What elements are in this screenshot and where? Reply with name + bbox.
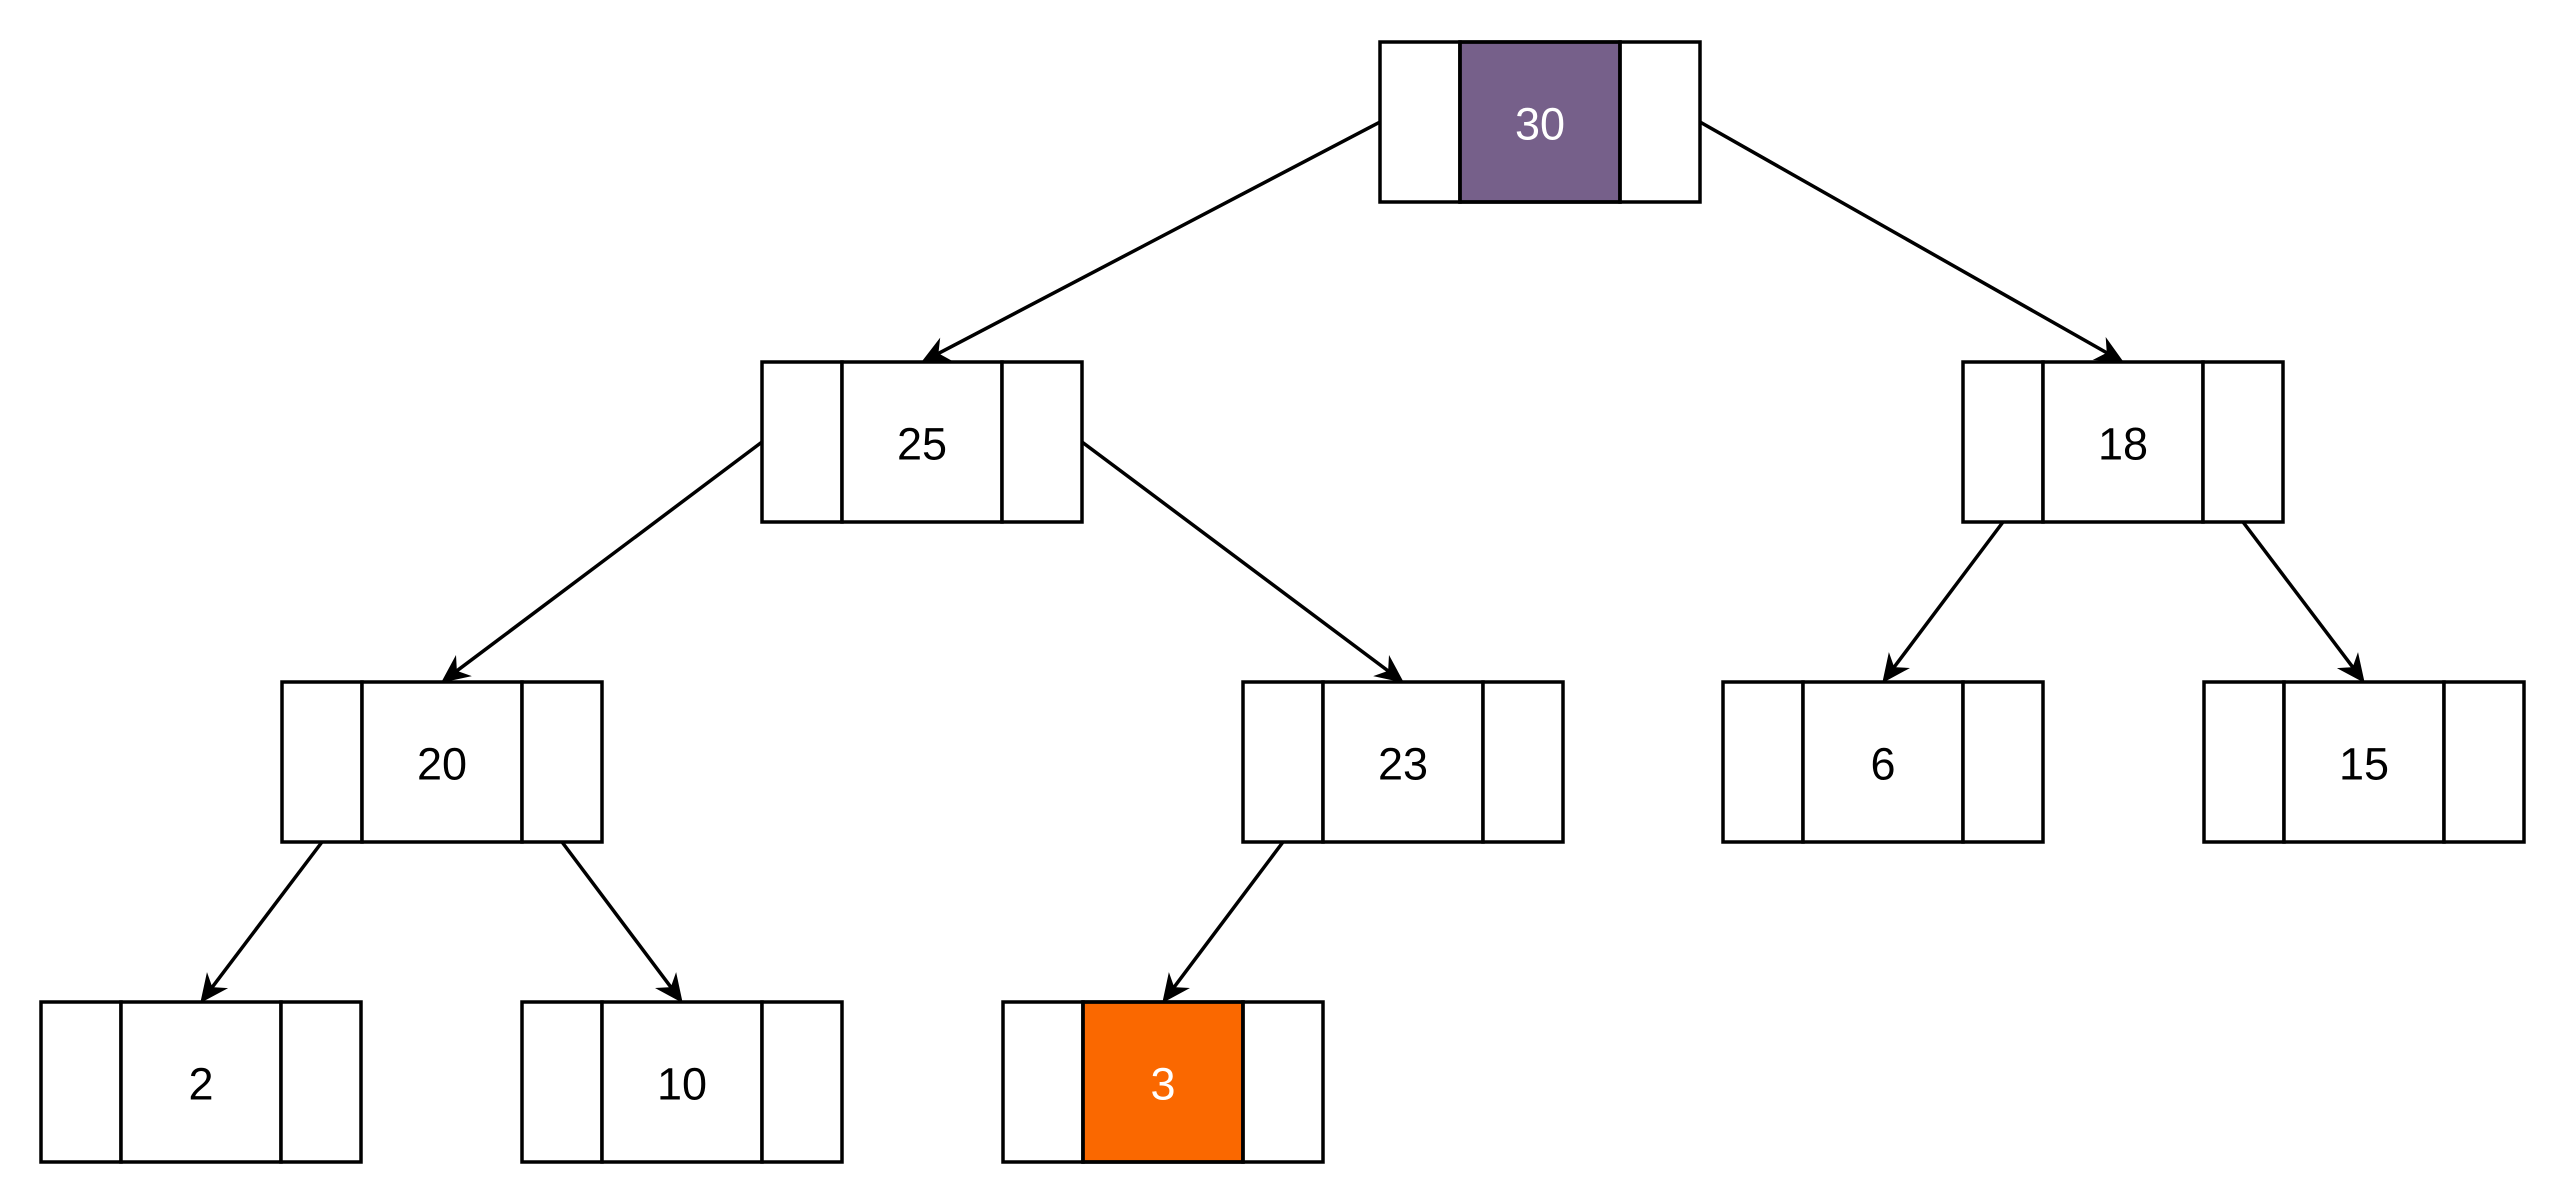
node-value-label: 23 (1378, 739, 1428, 790)
edge-18-to-6 (1882, 520, 2005, 683)
value-cell-border (1458, 40, 1622, 204)
left-pointer-cell (39, 1000, 123, 1164)
left-pointer-cell (1241, 680, 1325, 844)
value-cell-border (1081, 1000, 1245, 1164)
node-value-label: 30 (1515, 99, 1565, 150)
right-pointer-cell (1000, 360, 1084, 524)
tree-node-25: 25 (760, 360, 1084, 524)
edge-line (1699, 120, 2109, 355)
arrowhead-icon (1882, 652, 1910, 683)
value-cell (1321, 680, 1485, 844)
right-pointer-cell (2442, 680, 2526, 844)
arrowhead-icon (1373, 655, 1404, 683)
right-pointer-cell (279, 1000, 363, 1164)
edge-line (455, 440, 764, 673)
edge-20-to-10 (560, 840, 683, 1003)
tree-node-2: 2 (39, 1000, 363, 1164)
left-pointer-cell (1378, 40, 1462, 204)
edge-23-to-3 (1162, 840, 1285, 1003)
node-value-label: 18 (2098, 419, 2148, 470)
node-value-label: 2 (188, 1059, 213, 1110)
edge-line (2241, 520, 2355, 669)
left-pointer-cell (280, 680, 364, 844)
edge-18-to-15 (2241, 520, 2365, 683)
tree-node-10: 10 (520, 1000, 844, 1164)
tree-edges (200, 120, 2365, 1003)
right-pointer-cell (1481, 680, 1565, 844)
tree-node-18: 18 (1961, 360, 2285, 524)
edge-30-to-18 (1699, 120, 2125, 363)
arrowhead-icon (200, 972, 229, 1003)
right-pointer-cell (1618, 40, 1702, 204)
edge-line (210, 840, 324, 989)
right-pointer-cell (1961, 680, 2045, 844)
left-pointer-cell (1721, 680, 1805, 844)
node-value-label: 10 (657, 1059, 707, 1110)
left-pointer-cell (2202, 680, 2286, 844)
edge-30-to-25 (920, 120, 1381, 363)
arrowhead-icon (655, 972, 683, 1003)
edge-line (560, 840, 673, 989)
node-value-label: 25 (897, 419, 947, 470)
edge-line (1892, 520, 2005, 669)
node-value-label: 20 (417, 739, 467, 790)
left-pointer-cell (760, 360, 844, 524)
arrowhead-icon (1162, 972, 1190, 1003)
edge-line (1080, 440, 1390, 673)
left-pointer-cell (1961, 360, 2045, 524)
node-value-label: 15 (2339, 739, 2389, 790)
edge-20-to-2 (200, 840, 324, 1003)
tree-node-6: 6 (1721, 680, 2045, 844)
value-cell (360, 680, 524, 844)
value-cell (119, 1000, 283, 1164)
node-value-label: 3 (1150, 1059, 1175, 1110)
tree-nodes: 30 25 18 20 23 6 15 2 10 3 (39, 40, 2526, 1164)
arrowhead-icon (2092, 336, 2125, 363)
node-value-label: 6 (1870, 739, 1895, 790)
arrowhead-icon (441, 655, 472, 683)
tree-node-20: 20 (280, 680, 604, 844)
right-pointer-cell (520, 680, 604, 844)
value-cell (600, 1000, 764, 1164)
tree-node-3: 3 (1001, 1000, 1325, 1164)
right-pointer-cell (2201, 360, 2285, 524)
arrowhead-icon (2336, 652, 2365, 683)
value-cell (2041, 360, 2205, 524)
edge-25-to-20 (441, 440, 764, 683)
edge-25-to-23 (1080, 440, 1404, 683)
edge-line (1172, 840, 1285, 989)
edge-line (937, 120, 1381, 356)
left-pointer-cell (1001, 1000, 1085, 1164)
right-pointer-cell (760, 1000, 844, 1164)
value-cell (1801, 680, 1965, 844)
value-cell (840, 360, 1004, 524)
right-pointer-cell (1241, 1000, 1325, 1164)
tree-node-30: 30 (1378, 40, 1702, 204)
tree-node-23: 23 (1241, 680, 1565, 844)
left-pointer-cell (520, 1000, 604, 1164)
tree-node-15: 15 (2202, 680, 2526, 844)
